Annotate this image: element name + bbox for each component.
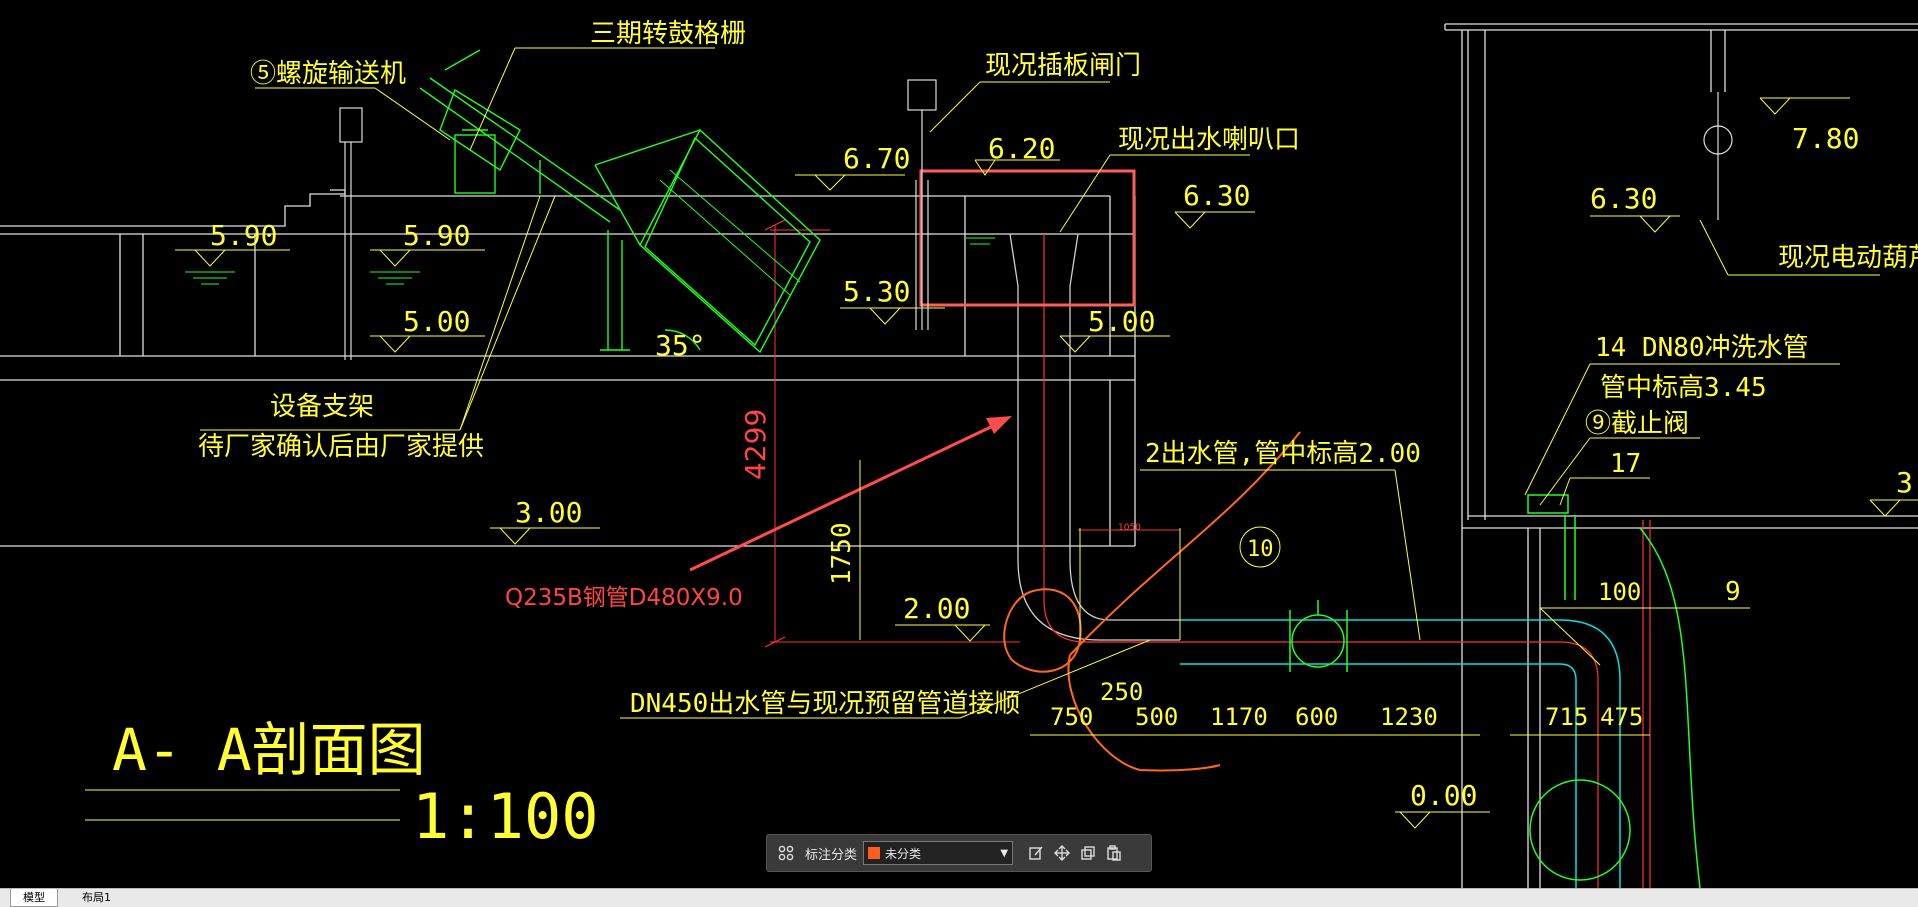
label-outlet-bell: 现况出水喇叭口	[1118, 125, 1300, 155]
label-electric-hoist: 现况电动葫芦	[1778, 243, 1918, 273]
label-100: 100	[1598, 578, 1641, 606]
dim-1750: 1750	[827, 522, 857, 585]
chevron-down-icon: ▼	[1000, 847, 1009, 859]
category-select[interactable]: 未分类 ▼	[863, 841, 1014, 865]
drum-screen-spiral	[659, 169, 801, 296]
drawing-title: A- A剖面图	[112, 716, 426, 784]
category-color-swatch	[868, 847, 881, 859]
elevation-6-30: 6.30	[1183, 179, 1250, 212]
elevation-5-90-b: 5.90	[403, 219, 470, 252]
red-dims	[764, 219, 1180, 648]
orange-markup	[1003, 431, 1301, 772]
water-level-marks	[185, 237, 995, 285]
annotation-toolbar: 标注分类 未分类 ▼	[766, 834, 1152, 872]
label-small-dim: 1050	[1118, 523, 1141, 533]
cyan-pipe	[1180, 619, 1621, 888]
section-drawing: ⑤螺旋输送机 三期转鼓格栅 现况插板闸门 现况出水喇叭口 现况电动葫芦 14 D…	[0, 19, 1918, 888]
elevation-triangles	[175, 97, 1918, 829]
elevation-5-90-a: 5.90	[210, 219, 277, 252]
drawing-scale: 1:100	[412, 780, 599, 853]
dim-250: 250	[1100, 678, 1143, 706]
elevation-5-00-a: 5.00	[403, 305, 470, 338]
edit-icon[interactable]	[1023, 840, 1049, 866]
gate-stems	[339, 79, 1733, 360]
dim-1230: 1230	[1380, 703, 1438, 731]
dim-750: 750	[1050, 703, 1093, 731]
label-flush-pipe: 14 DN80冲洗水管	[1595, 333, 1809, 363]
annotation-arrow	[689, 416, 1012, 572]
tab-model[interactable]: 模型	[10, 889, 58, 907]
elevation-3: 3	[1896, 466, 1913, 499]
label-dn450-note: DN450出水管与现况预留管道接顺	[630, 689, 1020, 719]
yellow-leaders	[85, 47, 1880, 821]
label-screw-conveyor: ⑤螺旋输送机	[250, 59, 406, 89]
dim-4299: 4299	[739, 409, 772, 480]
copy-icon[interactable]	[1075, 840, 1101, 866]
dim-715: 715	[1545, 703, 1588, 731]
elevation-5-00-b: 5.00	[1088, 305, 1155, 338]
label-circle-10: 10	[1247, 537, 1274, 562]
grid-icon[interactable]	[773, 840, 799, 866]
move-icon[interactable]	[1049, 840, 1075, 866]
circle-mark-10	[1239, 526, 1281, 568]
elevation-6-20: 6.20	[988, 132, 1055, 165]
label-stop-valve: ⑨截止阀	[1585, 409, 1689, 439]
dim-600: 600	[1295, 703, 1338, 731]
label-valve-17: 17	[1610, 449, 1641, 479]
cad-canvas[interactable]: ⑤螺旋输送机 三期转鼓格栅 现况插板闸门 现况出水喇叭口 现况电动葫芦 14 D…	[0, 0, 1918, 888]
paste-icon[interactable]	[1101, 840, 1127, 866]
elevation-2-00: 2.00	[903, 592, 970, 625]
layout-tab-bar: 模型 布局1	[0, 888, 1918, 907]
label-9: 9	[1725, 577, 1741, 607]
elevation-0-00: 0.00	[1410, 779, 1477, 812]
label-equip-support: 设备支架	[270, 392, 374, 422]
label-equip-support-note: 待厂家确认后由厂家提供	[198, 432, 484, 462]
elevation-6-70: 6.70	[843, 142, 910, 175]
elevation-7-80: 7.80	[1792, 122, 1859, 155]
outlet-pipe-lines	[1009, 233, 1180, 641]
dim-475: 475	[1600, 703, 1643, 731]
category-label: 标注分类	[805, 847, 858, 863]
highlight-box	[919, 169, 1136, 307]
label-drum-screen: 三期转鼓格栅	[590, 19, 746, 49]
drum-screen-equipment	[419, 49, 821, 354]
category-value: 未分类	[885, 846, 922, 861]
label-steel-pipe: Q235B钢管D480X9.0	[505, 585, 743, 611]
dim-500: 500	[1135, 703, 1178, 731]
label-angle: 35°	[655, 329, 706, 362]
tab-layout1[interactable]: 布局1	[82, 891, 111, 904]
valve-fittings	[1289, 494, 1701, 888]
label-flush-pipe-elev: 管中标高3.45	[1600, 373, 1767, 403]
label-outlet-pipe: 2出水管,管中标高2.00	[1145, 439, 1421, 469]
dim-1170: 1170	[1210, 703, 1268, 731]
elevation-5-30: 5.30	[843, 275, 910, 308]
elevation-3-00: 3.00	[515, 496, 582, 529]
label-sluice-gate: 现况插板闸门	[985, 51, 1141, 81]
elevation-6-30-b: 6.30	[1590, 182, 1657, 215]
center-lines	[1043, 234, 1651, 888]
